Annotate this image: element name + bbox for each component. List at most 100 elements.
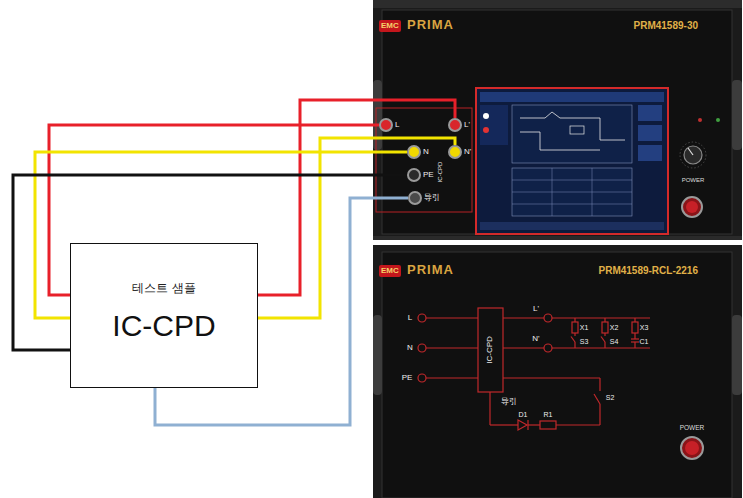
switch-label: S2 bbox=[606, 394, 615, 401]
component-label: R1 bbox=[544, 411, 553, 418]
tester-controls-part bbox=[684, 146, 702, 164]
rcl-circuit-part bbox=[418, 314, 426, 322]
touch-screen-part bbox=[512, 180, 632, 181]
rcl-chassis-part bbox=[732, 315, 742, 395]
tester-chassis-part bbox=[382, 10, 732, 234]
touch-screen-part bbox=[480, 222, 664, 230]
rcl-circuit-part bbox=[540, 421, 556, 429]
rcl-circuit-part bbox=[544, 314, 552, 322]
touch-screen-part bbox=[512, 168, 632, 216]
tester-controls-part bbox=[680, 142, 706, 168]
rcl-circuit-part bbox=[604, 342, 605, 348]
terminal-panel-frame bbox=[376, 108, 472, 212]
circuit-label: 导引 bbox=[501, 398, 517, 406]
tester-controls-part bbox=[716, 118, 720, 122]
terminal-label: N bbox=[407, 344, 413, 352]
terminal-label: N' bbox=[532, 335, 539, 343]
rcl-circuit-part bbox=[602, 322, 608, 333]
rcl-circuit-part bbox=[418, 374, 426, 382]
tester-controls bbox=[680, 118, 720, 217]
terminal-label: PE bbox=[402, 374, 413, 382]
terminal-socket bbox=[448, 118, 462, 132]
rcl-circuit-part bbox=[528, 424, 540, 425]
rcl-circuit-part bbox=[489, 392, 490, 425]
terminal-pilot: 导引 bbox=[408, 191, 440, 205]
terminal-socket bbox=[408, 191, 422, 205]
component-label: X1 bbox=[580, 324, 589, 331]
rcl-circuit-part bbox=[599, 378, 600, 391]
rcl-chassis-part bbox=[373, 315, 382, 395]
test-sample-box: 테스트 샘플 IC-CPD bbox=[70, 243, 258, 388]
tester-chassis bbox=[373, 0, 742, 240]
touch-screen-part bbox=[476, 88, 668, 234]
terminal-n: N bbox=[407, 145, 429, 159]
terminal-label: 导引 bbox=[424, 193, 440, 203]
touch-screen-part bbox=[570, 126, 584, 134]
sample-title: 테스트 샘플 bbox=[132, 280, 195, 297]
terminal-panel-frame-part bbox=[376, 108, 472, 212]
component-label: X3 bbox=[640, 324, 649, 331]
rcl-unit: EMCPRIMAPRM41589-RCL-2216 bbox=[373, 245, 742, 498]
rcl-circuit-part bbox=[599, 404, 600, 425]
model-number: PRM41589-RCL-2216 bbox=[599, 265, 699, 277]
terminal-l: L bbox=[379, 118, 399, 132]
touch-screen-part bbox=[520, 132, 600, 150]
tester-chassis-part bbox=[373, 0, 742, 240]
terminal-n-prime: N' bbox=[448, 145, 471, 159]
terminal-label: L bbox=[395, 120, 399, 130]
touch-screen-part bbox=[483, 127, 489, 133]
rcl-circuit-part bbox=[503, 377, 600, 378]
test-wire bbox=[258, 138, 455, 318]
tester-chassis-part bbox=[732, 80, 742, 150]
component-label: D1 bbox=[519, 411, 528, 418]
rcl-circuit-part bbox=[604, 318, 605, 322]
terminal-label: L bbox=[408, 314, 412, 322]
rcl-circuit-part bbox=[426, 317, 478, 318]
sample-name: IC-CPD bbox=[112, 309, 215, 343]
tester-controls-part bbox=[682, 197, 702, 217]
terminal-label: L' bbox=[533, 305, 539, 313]
terminal-pe: PE bbox=[407, 168, 434, 182]
brand-badge: EMC bbox=[379, 265, 401, 277]
rcl-circuit-part bbox=[490, 424, 518, 425]
terminal-socket bbox=[448, 145, 462, 159]
rcl-circuit-part bbox=[544, 344, 552, 352]
rcl-chassis-part bbox=[373, 245, 742, 498]
rcl-circuit-part bbox=[634, 342, 635, 348]
rcl-circuit-part bbox=[634, 333, 635, 339]
rcl-circuit-part bbox=[632, 322, 638, 333]
rcl-circuit-part bbox=[426, 377, 478, 378]
rcl-circuit bbox=[418, 308, 650, 430]
terminal-label: N' bbox=[464, 147, 471, 157]
rcl-chassis-part bbox=[382, 252, 732, 498]
model-number: PRM41589-30 bbox=[634, 20, 698, 32]
touch-screen-part bbox=[592, 168, 593, 216]
rcl-circuit-part bbox=[604, 333, 605, 336]
touch-screen-part bbox=[512, 105, 632, 163]
power-label: POWER bbox=[682, 177, 705, 183]
circuit-label: IC-CPD bbox=[437, 162, 443, 183]
terminal-socket bbox=[379, 118, 393, 132]
brand-badge: EMC bbox=[379, 20, 401, 32]
terminal-label: N bbox=[423, 147, 429, 157]
rcl-circuit-part bbox=[572, 322, 578, 333]
rcl-circuit-part bbox=[631, 338, 639, 339]
power-label: POWER bbox=[680, 425, 705, 432]
rcl-circuit-part bbox=[574, 342, 575, 348]
touch-screen-part bbox=[638, 145, 662, 161]
touch-screen-part bbox=[483, 113, 489, 119]
rcl-circuit-part bbox=[478, 308, 503, 392]
tester-chassis-part bbox=[373, 236, 742, 240]
tester-chassis-part bbox=[373, 0, 742, 8]
terminal-label: L' bbox=[464, 120, 470, 130]
switch-label: S4 bbox=[610, 338, 619, 345]
rcl-circuit-part bbox=[426, 347, 478, 348]
circuit-label: IC-CPD bbox=[486, 336, 494, 364]
touch-screen-part bbox=[552, 168, 553, 216]
switch-label: S3 bbox=[580, 338, 589, 345]
component-label: X2 bbox=[610, 324, 619, 331]
rcl-circuit-part bbox=[418, 344, 426, 352]
brand-name: PRIMA bbox=[407, 17, 454, 32]
rcl-circuit-part bbox=[574, 333, 575, 336]
tester-unit: EMC PRIMA PRM41589-30L L' N N' PE 导引 bbox=[373, 0, 742, 240]
